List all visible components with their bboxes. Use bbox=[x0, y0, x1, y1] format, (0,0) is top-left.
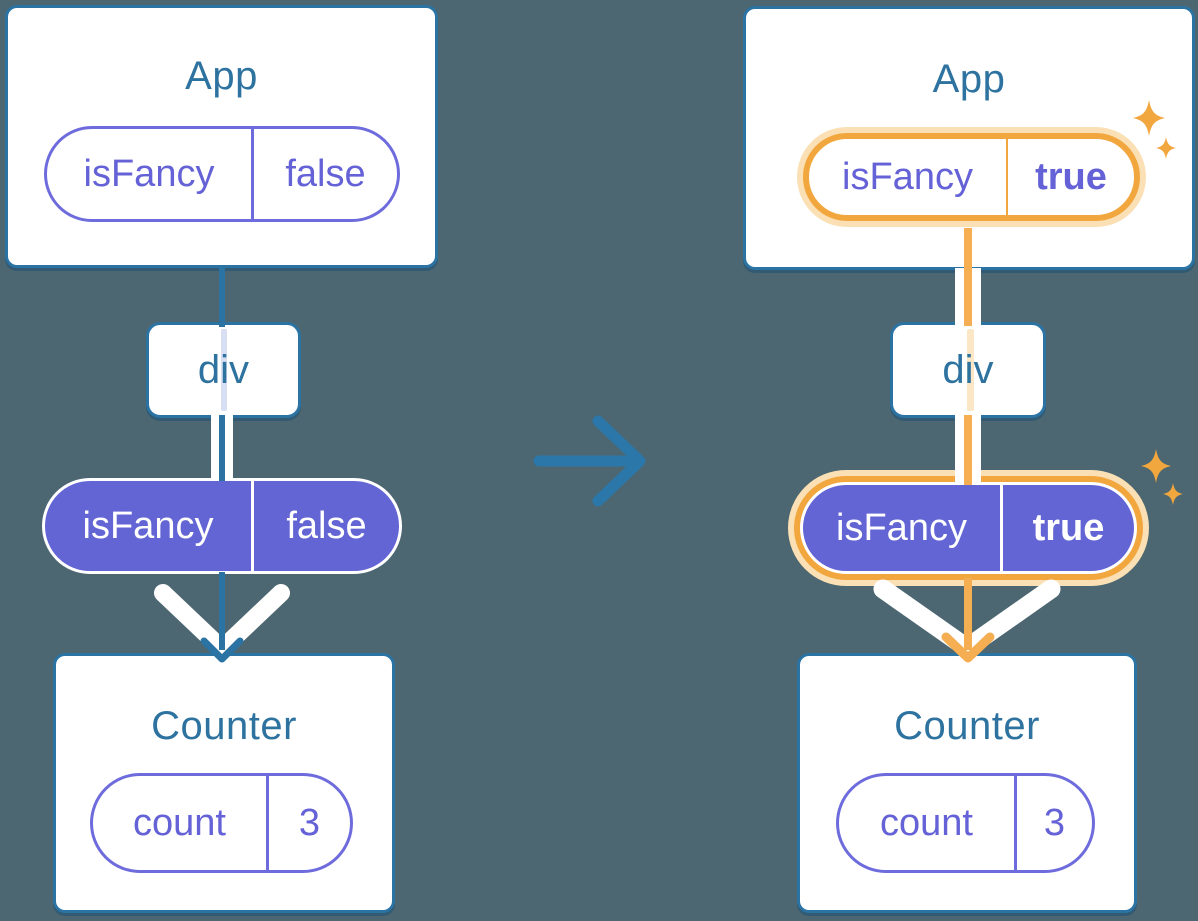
prop-name: isFancy bbox=[803, 485, 1003, 571]
state-name: count bbox=[93, 776, 269, 870]
after-div-to-prop-connector bbox=[955, 415, 981, 485]
right-arrow-icon bbox=[533, 415, 646, 507]
after-app-card: App isFancy true bbox=[743, 6, 1195, 270]
prop-name: isFancy bbox=[45, 481, 254, 571]
pass-through-line bbox=[221, 329, 227, 411]
after-counter-card: Counter count 3 bbox=[797, 653, 1137, 913]
before-counter-state-pill: count 3 bbox=[90, 773, 353, 873]
before-app-prop-pill: isFancy false bbox=[44, 126, 400, 222]
before-counter-title: Counter bbox=[151, 704, 297, 748]
after-app-to-div-connector bbox=[955, 268, 981, 326]
before-div-to-prop-connector bbox=[211, 415, 233, 481]
sparkles-icon bbox=[1141, 449, 1183, 505]
before-div-label: div bbox=[197, 347, 250, 392]
prop-name: isFancy bbox=[47, 129, 254, 219]
state-value: 3 bbox=[298, 801, 321, 844]
after-white-arrow bbox=[873, 579, 1061, 658]
state-value: 3 bbox=[1043, 801, 1066, 844]
after-app-prop-pill-highlighted: isFancy true bbox=[803, 133, 1140, 221]
before-app-to-div-line bbox=[219, 265, 225, 327]
after-counter-title: Counter bbox=[894, 704, 1040, 748]
state-name: count bbox=[839, 776, 1017, 870]
prop-value: false bbox=[286, 504, 367, 547]
before-prop-arrow bbox=[200, 572, 244, 663]
after-div-label: div bbox=[942, 347, 994, 392]
before-app-card: App isFancy false bbox=[5, 5, 438, 268]
after-app-title: App bbox=[932, 57, 1006, 101]
prop-value: true bbox=[1035, 155, 1107, 198]
before-counter-card: Counter count 3 bbox=[53, 653, 395, 913]
before-div-box: div bbox=[146, 322, 301, 418]
prop-value: false bbox=[285, 152, 366, 195]
after-div-box: div bbox=[890, 322, 1046, 418]
prop-name: isFancy bbox=[809, 139, 1008, 215]
pass-through-line bbox=[967, 329, 974, 411]
after-counter-state-pill: count 3 bbox=[836, 773, 1095, 873]
after-prop-arrow bbox=[941, 578, 995, 663]
before-passed-prop-pill: isFancy false bbox=[42, 478, 402, 574]
after-passed-prop-pill-highlighted: isFancy true bbox=[800, 482, 1137, 574]
before-white-arrow bbox=[154, 584, 290, 658]
prop-value: true bbox=[1032, 506, 1105, 549]
before-app-title: App bbox=[185, 54, 258, 98]
